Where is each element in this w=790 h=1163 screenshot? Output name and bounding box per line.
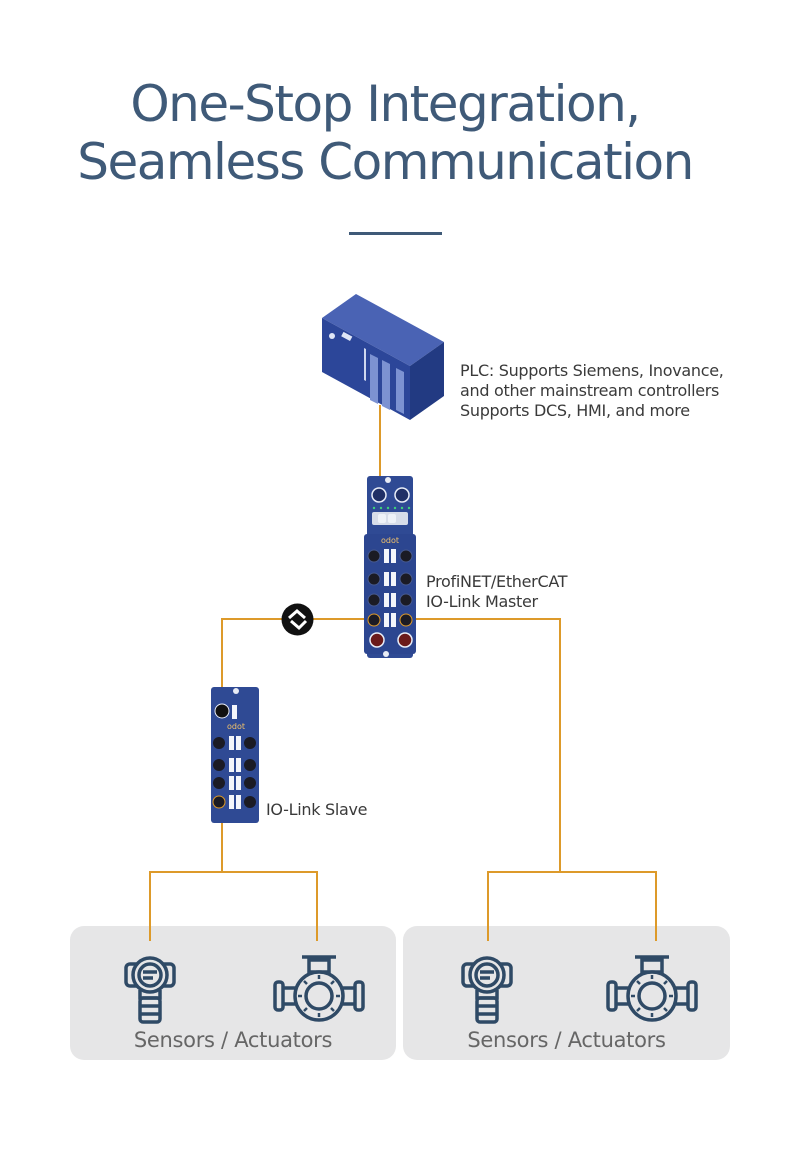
sensor-transmitter-icon <box>122 954 178 1024</box>
wire-slave-down <box>221 800 223 872</box>
wire-to-slave-vertical <box>221 618 223 710</box>
wire-left-split-b <box>316 871 318 941</box>
wire-master-right-horizontal <box>404 618 560 620</box>
title-divider <box>349 232 442 235</box>
page-title-line2: Seamless Communication <box>77 133 694 191</box>
plc-label: PLC: Supports Siemens, Inovance, and oth… <box>460 361 724 420</box>
wire-right-branch-vertical <box>559 618 561 872</box>
master-brand-logo: odot <box>381 536 399 545</box>
wire-right-split <box>487 871 657 873</box>
wire-right-split-b <box>655 871 657 941</box>
wire-stub-left-b <box>316 926 318 941</box>
wire-stub-right-a <box>487 926 489 941</box>
devices-panel-left: Sensors / Actuators <box>70 926 396 1060</box>
devices-label-left: Sensors / Actuators <box>133 1028 333 1052</box>
devices-label-right: Sensors / Actuators <box>467 1028 666 1052</box>
io-link-slave-module: odot <box>210 687 260 823</box>
slave-brand-logo: odot <box>227 722 245 731</box>
sensor-transmitter-icon <box>459 954 515 1024</box>
master-label: ProfiNET/EtherCAT IO-Link Master <box>426 572 568 611</box>
page-title-line1: One-Stop Integration, <box>130 75 641 133</box>
valve-actuator-icon <box>272 954 366 1022</box>
bidirectional-arrows-icon <box>281 603 314 636</box>
valve-actuator-icon <box>605 954 699 1022</box>
plc-controller-icon <box>318 292 448 424</box>
wire-right-split-a <box>487 871 489 941</box>
devices-panel-right: Sensors / Actuators <box>403 926 730 1060</box>
wire-stub-left-a <box>149 926 151 941</box>
wire-stub-right-b <box>655 926 657 941</box>
wire-left-split-a <box>149 871 151 941</box>
wire-plc-to-master <box>379 405 381 495</box>
io-link-master-module: odot <box>364 476 418 658</box>
slave-label: IO-Link Slave <box>266 800 368 819</box>
wire-left-split <box>149 871 318 873</box>
